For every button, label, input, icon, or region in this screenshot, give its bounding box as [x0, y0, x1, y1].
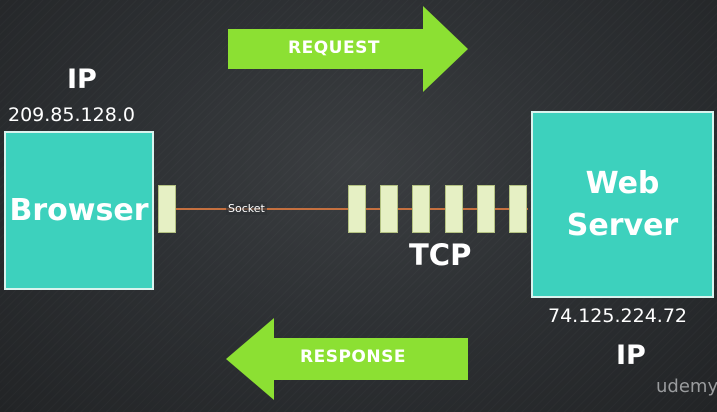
socket-label: Socket: [226, 202, 267, 215]
response-label: RESPONSE: [300, 347, 406, 367]
tcp-packet: [445, 185, 463, 233]
response-arrow-shape: [226, 318, 468, 400]
browser-ip-address: 209.85.128.0: [8, 104, 135, 126]
socket-packet: [158, 185, 176, 233]
tcp-label: TCP: [409, 238, 472, 272]
web-server-box: Web Server: [531, 111, 714, 298]
web-server-ip-title: IP: [616, 340, 646, 371]
udemy-watermark: udemy: [656, 376, 717, 397]
request-label: REQUEST: [288, 38, 380, 58]
browser-ip-title: IP: [67, 64, 97, 95]
web-server-label-line1: Web: [585, 165, 660, 201]
response-arrow: [226, 318, 468, 400]
tcp-packet: [477, 185, 495, 233]
web-server-label-line2: Server: [566, 207, 679, 243]
browser-box: Browser: [4, 131, 154, 290]
tcp-packet: [348, 185, 366, 233]
tcp-packet: [509, 185, 527, 233]
request-arrow: [228, 6, 468, 92]
tcp-packet: [380, 185, 398, 233]
tcp-packet: [412, 185, 430, 233]
request-arrow-shape: [228, 6, 468, 92]
web-server-ip-address: 74.125.224.72: [548, 305, 688, 327]
browser-label: Browser: [9, 192, 149, 228]
